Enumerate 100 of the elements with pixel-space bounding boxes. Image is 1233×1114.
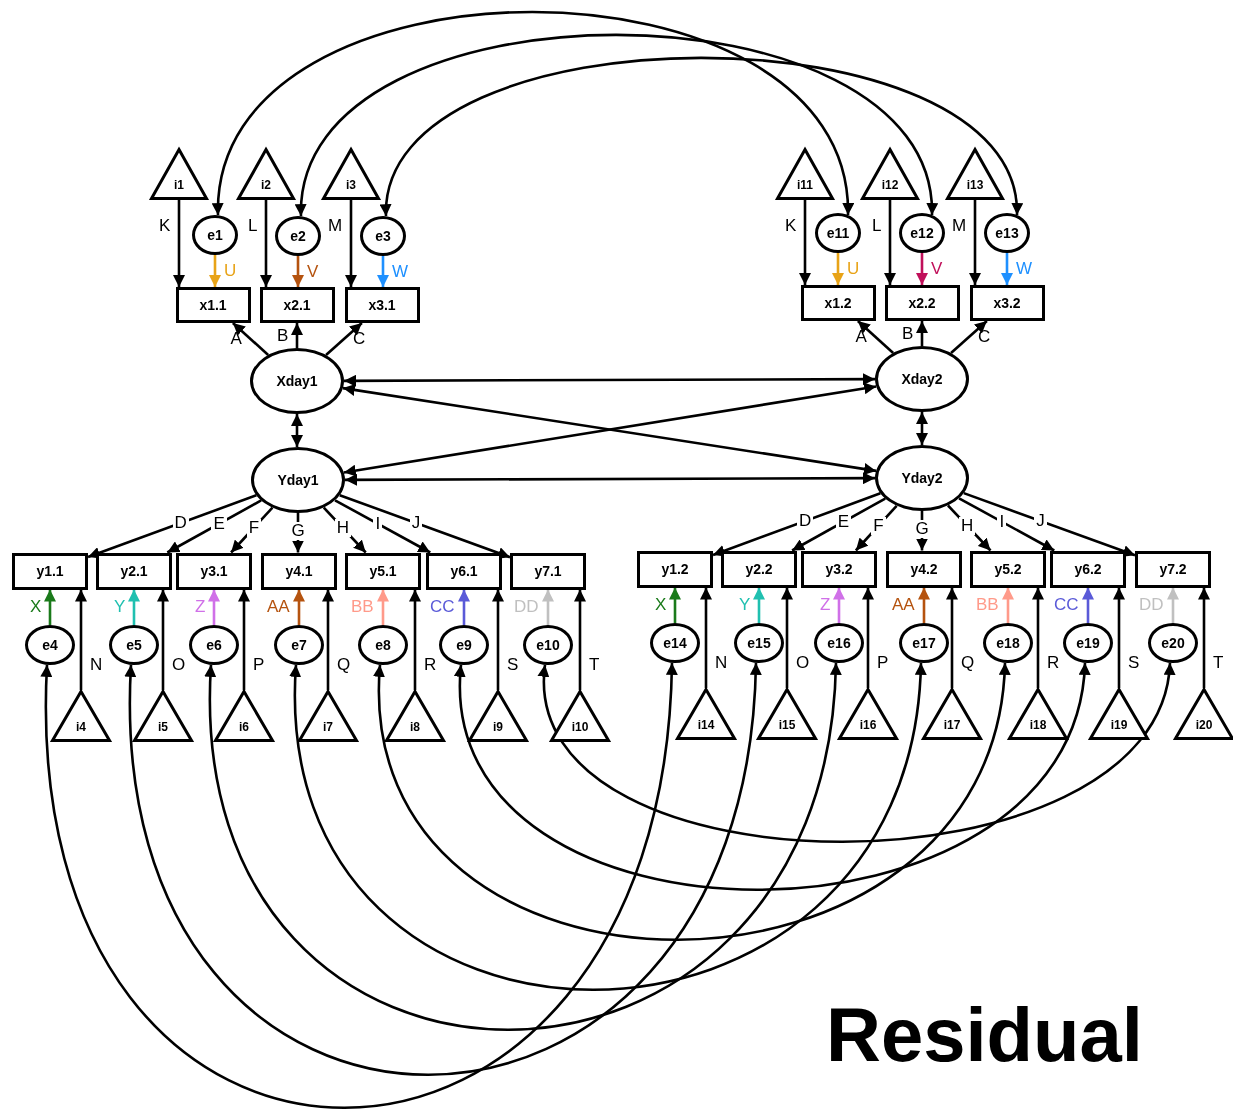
- edge-label: DD: [513, 598, 540, 617]
- intercept-triangle: i7: [298, 690, 358, 742]
- arrow: [1002, 587, 1014, 623]
- error-term-ellipse: e8: [358, 625, 408, 665]
- arrow: [492, 589, 504, 690]
- arrow: [799, 200, 811, 285]
- indicator-box: y4.2: [886, 550, 962, 588]
- covariance-arrow: [214, 10, 852, 216]
- covariance-arrow: [916, 412, 928, 445]
- intercept-triangle: i2: [237, 148, 295, 200]
- arrow: [409, 589, 421, 690]
- covariance-arrow: [344, 373, 875, 387]
- indicator-box: y4.1: [261, 552, 337, 590]
- edge-label: R: [1046, 653, 1061, 672]
- arrow: [44, 589, 56, 625]
- covariance-arrow: [382, 56, 1021, 217]
- edge-label: V: [930, 260, 944, 278]
- edge-label: Q: [960, 653, 976, 672]
- latent-factor-ellipse: Yday2: [875, 445, 969, 511]
- edge-label: H: [959, 516, 976, 535]
- indicator-box: x1.1: [175, 287, 251, 323]
- intercept-triangle: i10: [550, 690, 610, 742]
- covariance-arrow: [290, 662, 926, 991]
- indicator-box: y1.2: [637, 550, 713, 588]
- error-term-ellipse: e14: [650, 623, 700, 663]
- indicator-box: y3.1: [176, 552, 252, 590]
- diagram-title: Residual: [826, 991, 1143, 1079]
- error-term-ellipse: e20: [1148, 623, 1198, 663]
- arrow: [128, 589, 140, 625]
- arrow: [1167, 587, 1179, 623]
- arrow: [669, 587, 681, 623]
- arrow: [208, 589, 220, 625]
- edge-label: Y: [738, 596, 752, 615]
- indicator-box: x2.2: [884, 285, 960, 321]
- intercept-triangle: i1: [150, 148, 208, 200]
- error-term-ellipse: e4: [25, 625, 75, 665]
- intercept-triangle: i17: [922, 688, 982, 740]
- edge-label: W: [1015, 260, 1034, 278]
- arrow: [884, 200, 896, 285]
- edge-label: O: [795, 653, 811, 672]
- arrow: [781, 587, 793, 688]
- error-term-ellipse: e19: [1063, 623, 1113, 663]
- edge-label: F: [246, 518, 262, 537]
- intercept-triangle: i18: [1008, 688, 1068, 740]
- arrow: [75, 589, 87, 690]
- edge-label: U: [846, 260, 861, 278]
- edge-label: Z: [819, 596, 832, 615]
- intercept-triangle: i19: [1089, 688, 1149, 740]
- edge-label: T: [1212, 653, 1225, 672]
- edge-label: V: [306, 262, 320, 281]
- arrow: [293, 589, 305, 625]
- edge-label: K: [158, 217, 172, 236]
- edge-label: M: [951, 216, 968, 235]
- intercept-triangle: i14: [676, 688, 736, 740]
- error-term-ellipse: e18: [983, 623, 1033, 663]
- error-term-ellipse: e12: [899, 213, 945, 253]
- edge-label: W: [391, 262, 410, 281]
- edge-label: Z: [194, 598, 207, 617]
- edge-label: BB: [350, 598, 375, 617]
- arrow: [345, 200, 357, 287]
- arrow: [334, 499, 431, 554]
- error-term-ellipse: e15: [734, 623, 784, 663]
- error-term-ellipse: e11: [815, 213, 861, 253]
- arrow: [377, 589, 389, 625]
- intercept-triangle: i4: [51, 690, 111, 742]
- intercept-triangle: i9: [468, 690, 528, 742]
- error-term-ellipse: e17: [899, 623, 949, 663]
- covariance-arrow: [297, 33, 936, 217]
- edge-label: X: [654, 596, 668, 615]
- arrow: [1082, 587, 1094, 623]
- indicator-box: x3.2: [969, 285, 1045, 321]
- arrow: [209, 255, 221, 287]
- edge-label: K: [784, 216, 798, 235]
- covariance-arrow: [455, 662, 1089, 891]
- arrow: [1113, 587, 1125, 688]
- edge-label: C: [976, 328, 992, 346]
- error-term-ellipse: e9: [439, 625, 489, 665]
- covariance-arrow: [345, 472, 875, 486]
- arrow: [969, 200, 981, 285]
- latent-factor-ellipse: Xday1: [250, 348, 344, 414]
- arrow: [377, 256, 389, 287]
- arrow: [1001, 253, 1013, 285]
- indicator-box: x3.1: [344, 287, 420, 323]
- arrow: [950, 320, 988, 354]
- edge-label: DD: [1138, 596, 1165, 615]
- edge-label: R: [423, 655, 438, 674]
- edge-label: N: [714, 653, 729, 672]
- arrow: [833, 587, 845, 623]
- indicator-box: y7.2: [1135, 550, 1211, 588]
- edge-label: N: [89, 655, 104, 674]
- edge-label: BB: [975, 596, 1000, 615]
- arrow: [918, 587, 930, 623]
- arrow: [963, 491, 1136, 557]
- covariance-arrow: [540, 662, 1173, 843]
- arrow: [916, 511, 928, 551]
- arrow: [1032, 587, 1044, 688]
- intercept-triangle: i8: [385, 690, 445, 742]
- edge-label: B: [276, 326, 290, 345]
- arrow: [916, 321, 928, 346]
- intercept-triangle: i20: [1174, 688, 1233, 740]
